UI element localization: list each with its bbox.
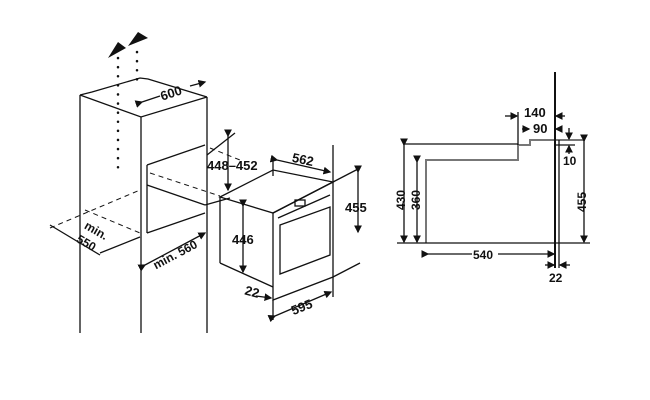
ventilation-arrows-icon [108, 32, 148, 177]
oven-display [294, 199, 306, 207]
dim-455-side: 455 [575, 192, 589, 212]
dim-min-560: min. 560 [151, 237, 200, 272]
oven: 562 455 446 22 595 [218, 145, 367, 323]
side-view: 430 360 455 540 22 140 90 10 [394, 72, 590, 285]
perspective-view: 600 448–452 min. 550 min. 560 [49, 32, 258, 333]
dim-90: 90 [533, 121, 547, 136]
dim-10: 10 [563, 154, 577, 168]
dim-22: 22 [243, 283, 261, 301]
dim-22-side: 22 [549, 271, 563, 285]
dim-446: 446 [232, 232, 254, 247]
dim-455: 455 [345, 200, 367, 215]
dim-540: 540 [473, 248, 493, 262]
dim-448-452: 448–452 [207, 158, 258, 173]
oven-door-window [279, 206, 331, 275]
dim-140: 140 [524, 105, 546, 120]
dim-600: 600 [158, 83, 183, 104]
dim-562: 562 [291, 150, 315, 169]
dim-595: 595 [289, 296, 315, 318]
dim-430: 430 [394, 190, 408, 210]
dim-360: 360 [409, 190, 423, 210]
cabinet-column [49, 77, 241, 333]
